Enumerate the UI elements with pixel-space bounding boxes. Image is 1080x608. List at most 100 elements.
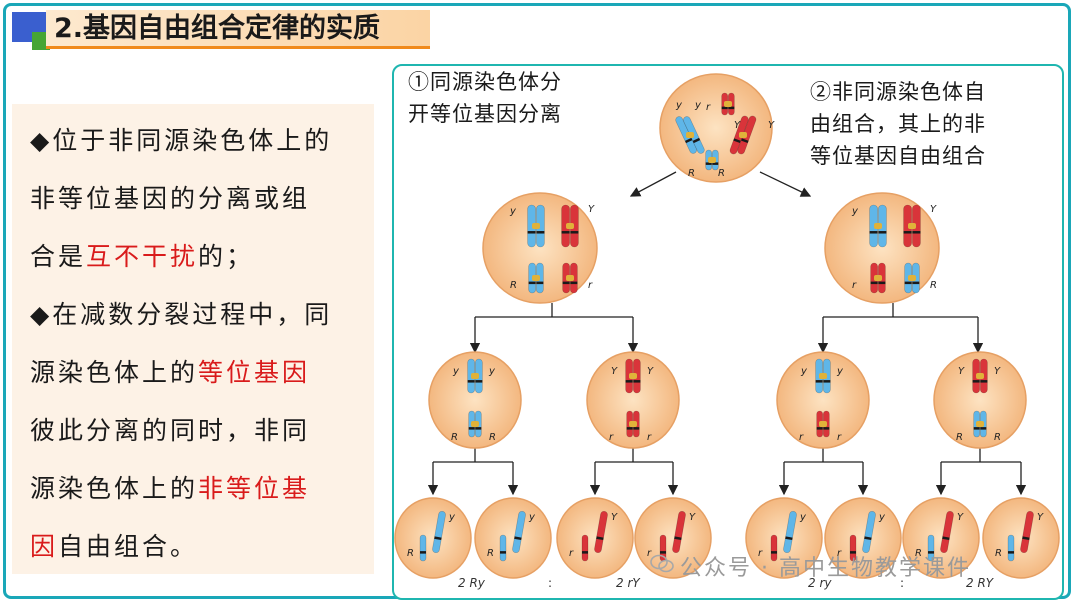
- ratio-label: 2 RY: [966, 576, 994, 590]
- text-span: ◆在减数分裂过程中，同: [30, 300, 333, 329]
- gene-band: [685, 137, 693, 144]
- gene-band: [434, 536, 442, 541]
- gene-label: Y: [958, 366, 965, 377]
- cell-body: [745, 497, 823, 579]
- text-line: 源染色体上的等位基因: [30, 344, 378, 402]
- text-span: ◆位于非同源染色体上的: [30, 126, 333, 155]
- gene-label: Y: [994, 366, 1001, 377]
- highlight-text: 互不干扰: [86, 242, 199, 271]
- highlight-text: 等位基因: [198, 358, 311, 387]
- gene-label: R: [688, 168, 695, 179]
- gene-label: r: [837, 432, 842, 443]
- text-span: 源染色体上的: [30, 474, 199, 503]
- gene-label: R: [915, 548, 922, 559]
- gene-band: [721, 106, 728, 110]
- gene-label: R: [994, 432, 1001, 443]
- gene-label: r: [706, 102, 711, 113]
- gene-label: r: [569, 548, 574, 559]
- ratio-separator: :: [900, 576, 905, 590]
- arrows-group: [427, 171, 1027, 496]
- cell-body: [659, 73, 773, 183]
- gene-label: Y: [1037, 512, 1044, 523]
- ratio-label: 2 rY: [616, 576, 640, 590]
- cell-body: [824, 497, 902, 579]
- centromere: [532, 223, 540, 229]
- centromere: [976, 421, 984, 427]
- gene-band: [878, 231, 887, 234]
- note-line: 等位基因自由组合: [810, 144, 986, 168]
- gene-band: [561, 231, 570, 234]
- gene-label: y: [694, 100, 702, 111]
- centromere: [708, 157, 716, 163]
- gene-band: [903, 231, 912, 234]
- gene-band: [582, 551, 588, 554]
- gene-band: [536, 281, 544, 285]
- gene-label: R: [510, 280, 517, 291]
- gene-label: y: [509, 206, 517, 217]
- gene-band: [785, 536, 793, 541]
- gene-band: [1022, 536, 1030, 541]
- gene-band: [633, 380, 641, 383]
- gene-band: [972, 380, 980, 383]
- note-independent-assortment: ②非同源染色体自 由组合，其上的非 等位基因自由组合: [810, 76, 986, 172]
- gene-band: [514, 536, 522, 541]
- gene-label: R: [995, 548, 1002, 559]
- gene-band: [528, 281, 536, 285]
- gene-label: Y: [588, 204, 595, 215]
- centromere: [532, 275, 540, 281]
- red-chromosome: [672, 510, 686, 554]
- title-decoration-green: [32, 32, 50, 50]
- text-line: ◆位于非同源染色体上的: [30, 112, 378, 170]
- red-chromosome: [594, 510, 608, 554]
- gene-band: [692, 137, 701, 144]
- gene-band: [570, 281, 578, 285]
- centromere: [874, 275, 882, 281]
- ratio-label: 2 Ry: [458, 576, 485, 590]
- gene-label: Y: [611, 512, 618, 523]
- centromere: [629, 421, 637, 427]
- gene-band: [633, 427, 640, 430]
- gene-band: [674, 536, 682, 541]
- highlight-text: 非等位基: [198, 474, 311, 503]
- red-chromosome: [1020, 510, 1034, 554]
- centromere: [908, 275, 916, 281]
- gene-band: [912, 281, 920, 285]
- cell-body: [474, 497, 552, 579]
- cell: Ry: [474, 497, 552, 579]
- gene-band: [527, 231, 536, 234]
- blue-chromosome: [783, 510, 797, 554]
- red-chromosome: [940, 510, 954, 554]
- note-line: ②非同源染色体自: [810, 80, 986, 104]
- text-panel: ◆位于非同源染色体上的 非等位基因的分离或组 合是互不干扰的； ◆在减数分裂过程…: [12, 104, 374, 574]
- cell-body: [394, 497, 472, 579]
- gene-band: [823, 380, 831, 383]
- centromere: [819, 373, 827, 379]
- cell: Ry: [394, 497, 472, 579]
- blue-chromosome: [1007, 534, 1015, 562]
- text-span: 合是: [30, 242, 87, 271]
- gene-band: [980, 380, 988, 383]
- gene-band: [973, 427, 980, 430]
- gene-label: y: [878, 512, 886, 523]
- gene-band: [878, 281, 886, 285]
- red-chromosome: [581, 534, 589, 562]
- gene-label: R: [489, 432, 496, 443]
- gene-band: [928, 551, 934, 554]
- gene-band: [980, 427, 987, 430]
- gene-band: [475, 427, 482, 430]
- cell: rY: [634, 497, 712, 579]
- blue-chromosome: [432, 510, 446, 554]
- text-line: 彼此分离的同时，非同: [30, 402, 378, 460]
- gene-label: R: [487, 548, 494, 559]
- gene-band: [1008, 551, 1014, 554]
- red-chromosome: [770, 534, 778, 562]
- text-span: 自由组合。: [58, 532, 199, 561]
- cell-body: [982, 497, 1060, 579]
- gene-band: [705, 162, 712, 165]
- gene-label: Y: [611, 366, 618, 377]
- text-line: ◆在减数分裂过程中，同: [30, 286, 378, 344]
